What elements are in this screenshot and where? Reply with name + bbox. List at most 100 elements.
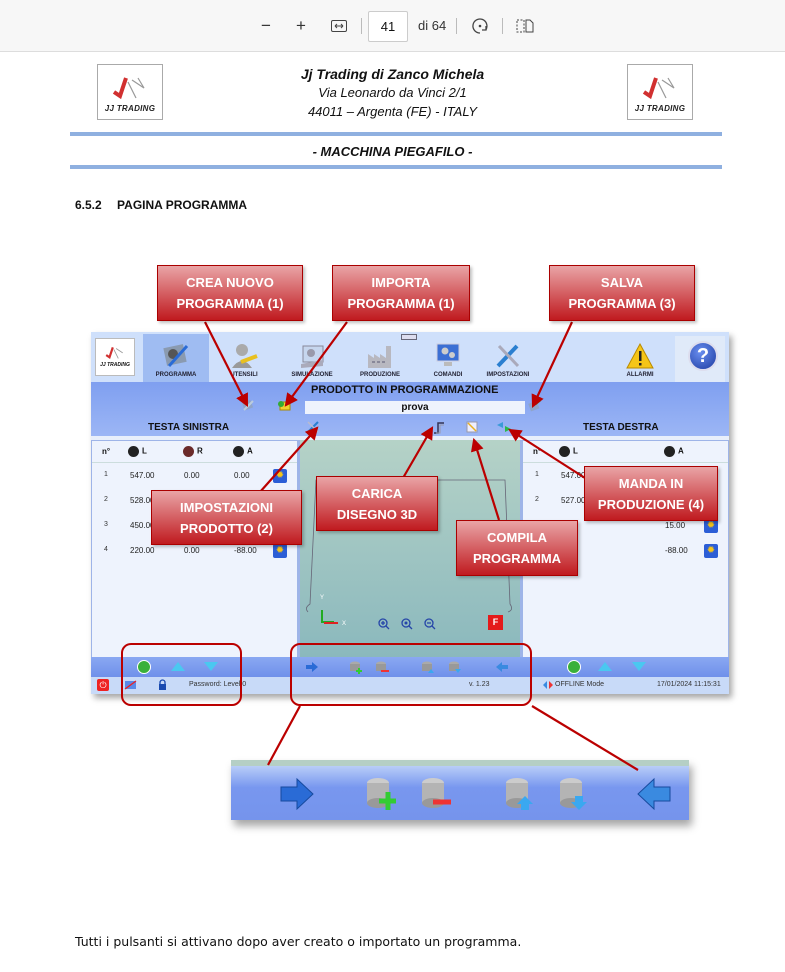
- move-row-down-icon: [560, 778, 587, 810]
- power-icon[interactable]: ⏻: [97, 679, 109, 691]
- callout-line: IMPORTA: [371, 275, 431, 290]
- callout-line: DISEGNO 3D: [336, 506, 418, 522]
- add-row-icon: [367, 778, 396, 810]
- tab-programma[interactable]: PROGRAMMA: [143, 334, 209, 382]
- table-cell[interactable]: -88.00: [234, 546, 257, 555]
- callout-line: PROGRAMMA (1): [176, 296, 284, 311]
- axis-x-label: X: [342, 621, 347, 627]
- table-cell[interactable]: -88.00: [665, 546, 688, 555]
- column-header: R: [197, 446, 203, 456]
- tab-label: SIMULAZIONE: [291, 372, 333, 378]
- body-paragraph: Tutti i pulsanti si attivano dopo aver c…: [75, 934, 522, 949]
- row-up-icon[interactable]: [170, 661, 186, 672]
- column-header: n°: [533, 447, 542, 456]
- row-up-icon[interactable]: [597, 661, 613, 672]
- column-header: n°: [102, 447, 111, 456]
- rotate-icon[interactable]: [470, 13, 490, 39]
- save-program-icon[interactable]: [527, 398, 541, 412]
- callout-import-program: IMPORTA PROGRAMMA (1): [332, 265, 470, 321]
- row-settings-icon[interactable]: ✹: [704, 544, 718, 558]
- document-subtitle: - MACCHINA PIEGAFILO -: [312, 144, 473, 159]
- zoomed-bottom-toolbar: [231, 760, 689, 820]
- table-cell[interactable]: 547.00: [130, 471, 155, 480]
- impostazioni-icon: [496, 344, 520, 368]
- status-datetime: 17/01/2024 11:15:31: [657, 681, 721, 688]
- tab-simulazione[interactable]: SIMULAZIONE: [279, 334, 345, 382]
- section-heading: 6.5.2 PAGINA PROGRAMMA: [75, 198, 247, 212]
- left-head-title: TESTA SINISTRA: [148, 422, 230, 433]
- logo-mark-icon: [642, 77, 675, 100]
- table-cell[interactable]: 528.00: [130, 496, 155, 505]
- zoom-in-button[interactable]: +: [296, 16, 306, 35]
- zoom-fit-icon[interactable]: [401, 618, 413, 630]
- callout-line: PROGRAMMA: [472, 551, 562, 566]
- tab-comandi[interactable]: COMANDI: [415, 334, 481, 382]
- row-settings-icon[interactable]: ✹: [273, 469, 287, 483]
- tab-label: ALLARMI: [626, 372, 654, 378]
- help-button[interactable]: ?: [688, 341, 718, 371]
- row-settings-icon[interactable]: ✹: [273, 544, 287, 558]
- row-settings-icon[interactable]: ✹: [704, 519, 718, 533]
- move-row-down-icon[interactable]: [448, 660, 462, 674]
- arrow-left-icon[interactable]: [495, 661, 509, 673]
- tab-allarmi[interactable]: ALLARMI: [607, 334, 673, 382]
- calculator-icon[interactable]: [137, 660, 151, 674]
- add-row-icon[interactable]: [349, 660, 363, 674]
- tab-label: COMANDI: [433, 372, 463, 378]
- product-name-field[interactable]: prova: [305, 401, 525, 414]
- row-down-icon[interactable]: [631, 661, 647, 672]
- table-cell[interactable]: 547.00: [561, 471, 586, 480]
- zoom-out-icon[interactable]: [424, 618, 436, 630]
- callout-line: PROGRAMMA (3): [568, 296, 676, 311]
- programma-icon: [163, 344, 189, 368]
- compile-program-icon[interactable]: [465, 420, 479, 434]
- new-program-icon[interactable]: [241, 398, 255, 412]
- company-logo-left: JJ TRADING: [97, 64, 163, 120]
- load-3d-drawing-icon[interactable]: [432, 420, 446, 434]
- table-cell[interactable]: 220.00: [130, 546, 155, 555]
- row-down-icon[interactable]: [203, 661, 219, 672]
- app-logo: JJ TRADING: [95, 338, 135, 376]
- table-cell[interactable]: 15.00: [665, 521, 686, 530]
- left-head-table: n° L R A 1547.000.000.00✹2528.00✹3450.00…: [91, 440, 298, 660]
- tab-utensili[interactable]: UTENSILI: [211, 334, 277, 382]
- page-number-input[interactable]: 41: [368, 11, 408, 42]
- callout-line: CREA NUOVO: [186, 275, 274, 290]
- page-view-icon[interactable]: [515, 13, 535, 39]
- angle-icon: [664, 446, 675, 457]
- calculator-icon[interactable]: [567, 660, 581, 674]
- table-cell[interactable]: 527.00: [561, 496, 586, 505]
- tab-label: UTENSILI: [230, 372, 258, 378]
- zoom-in-icon[interactable]: [378, 618, 390, 630]
- callout-line: PROGRAMMA (1): [347, 296, 455, 311]
- front-view-button[interactable]: F: [488, 615, 503, 630]
- tab-produzione[interactable]: PRODUZIONE: [347, 334, 413, 382]
- zoom-out-button[interactable]: −: [261, 16, 271, 35]
- move-row-up-icon[interactable]: [421, 660, 435, 674]
- tab-impostazioni[interactable]: IMPOSTAZIONI: [475, 334, 541, 382]
- allarmi-icon: [626, 342, 654, 369]
- table-cell[interactable]: 450.00: [130, 521, 155, 530]
- logo-text: JJ TRADING: [104, 104, 156, 113]
- bottom-toolbar: [91, 657, 729, 677]
- product-settings-icon[interactable]: [306, 420, 320, 434]
- callout-line: MANDA IN: [618, 475, 684, 491]
- remove-row-icon[interactable]: [375, 660, 389, 674]
- fit-width-icon[interactable]: [330, 13, 348, 39]
- app-version: v. 1.23: [469, 681, 490, 688]
- highlight-ring-center: [290, 643, 532, 706]
- table-header: n° L R A: [92, 441, 297, 463]
- arrow-right-icon[interactable]: [305, 661, 319, 673]
- section-number: 6.5.2: [75, 198, 102, 212]
- lock-icon[interactable]: [158, 679, 167, 691]
- import-program-icon[interactable]: [277, 398, 291, 412]
- table-cell[interactable]: 0.00: [184, 471, 200, 480]
- highlight-ring-left: [121, 643, 242, 706]
- send-to-production-icon[interactable]: [496, 420, 512, 434]
- minimize-button[interactable]: [401, 334, 417, 340]
- row-number: 2: [535, 496, 539, 503]
- table-cell[interactable]: 0.00: [184, 546, 200, 555]
- table-cell[interactable]: 0.00: [234, 471, 250, 480]
